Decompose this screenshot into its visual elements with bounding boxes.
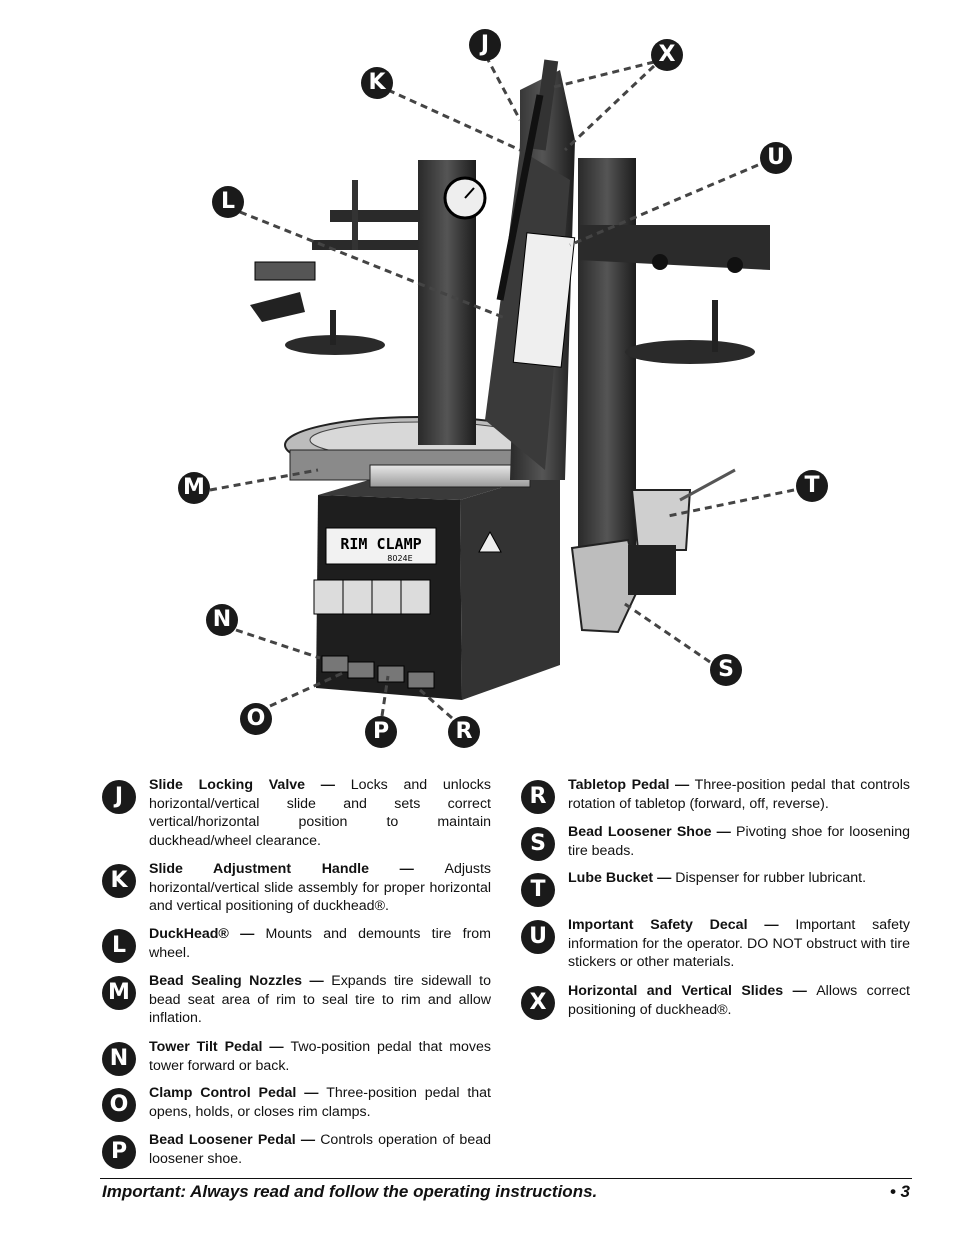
tire-changer-illustration: RIM CLAMP 8024E [209,55,795,720]
legend-item-x: X Horizontal and Vertical Slides — Allow… [521,982,910,1020]
legend-badge: R [521,780,555,814]
legend-term: Tabletop Pedal [568,777,670,793]
legend-item-k: K Slide Adjustment Handle — Adjusts hori… [102,860,491,916]
leader-s [621,600,711,664]
legend-badge: K [102,864,136,898]
legend-badge: S [521,827,555,861]
tire-changer-figure: RIM CLAMP 8024E [178,29,828,748]
legend-badge: T [521,873,555,907]
legend-badge: J [102,780,136,814]
leader-t [667,488,795,518]
legend-item-m: M Bead Sealing Nozzles — Expands tire si… [102,972,491,1028]
legend-badge: X [521,986,555,1020]
leader-x1 [549,60,655,90]
legend-badge: L [102,929,136,963]
legend-desc: Three-position pedal that opens, holds, … [149,1085,491,1120]
right-tower [578,158,636,578]
callout-m: M [178,472,210,504]
legend-badge: U [521,920,555,954]
leader-k [387,88,521,152]
leader-o [269,670,346,708]
legend-desc: Three-position pedal that controls rotat… [568,777,910,812]
legend-desc: Controls operation of bead loosener shoe… [149,1132,491,1167]
legend-term: Lube Bucket [568,870,654,886]
callout-j: J [469,29,501,61]
callout-l: L [212,186,244,218]
legend-item-r: R Tabletop Pedal — Three-position pedal … [521,776,910,814]
legend-item-s: S Bead Loosener Shoe — Pivoting shoe for… [521,823,910,861]
leader-x2 [563,64,656,152]
legend-term: Slide Adjustment Handle [149,861,369,877]
legend-badge: P [102,1135,136,1169]
legend-item-o: O Clamp Control Pedal — Three-position p… [102,1084,491,1122]
leader-u [569,163,759,247]
legend-desc: Expands tire sidewall to bead seat area … [149,973,492,1026]
callout-k: K [361,67,393,99]
legend-desc: Important safety information for the ope… [568,917,911,970]
callout-o: O [240,703,272,735]
legend-desc: Mounts and demounts tire from wheel. [149,926,491,961]
legend-desc: Two-position pedal that moves tower forw… [149,1039,491,1074]
legend-item-t: T Lube Bucket — Dispenser for rubber lub… [521,869,910,907]
footer-note: Important: Always read and follow the op… [102,1182,598,1201]
leader-j [484,55,522,121]
legend-badge: N [102,1042,136,1076]
legend-term: Slide Locking Valve [149,777,306,793]
legend-term: Bead Loosener Pedal [149,1132,296,1148]
legend-term: DuckHead® [149,926,229,942]
rim-clamp-label: RIM CLAMP [340,535,421,553]
legend-item-j: J Slide Locking Valve — Locks and unlock… [102,776,491,850]
legend-desc: Dispenser for rubber lubricant. [675,870,867,886]
legend-badge: M [102,976,136,1010]
footer-divider [100,1178,912,1179]
legend-term: Clamp Control Pedal [149,1085,297,1101]
legend-desc: Adjusts horizontal/vertical slide assemb… [149,861,492,914]
leader-p [380,675,390,717]
legend-term: Bead Loosener Shoe [568,824,712,840]
legend-desc: Pivoting shoe for loosening tire beads. [568,824,910,859]
cabinet-side [460,470,560,700]
leader-n [235,628,321,660]
callout-p: P [365,716,397,748]
legend-term: Important Safety Decal [568,917,748,933]
callout-x: X [651,39,683,71]
model-label: 8024E [387,554,412,563]
legend-term: Horizontal and Vertical Slides [568,983,784,999]
callout-r: R [448,716,480,748]
legend-term: Bead Sealing Nozzles [149,973,303,989]
legend-item-n: N Tower Tilt Pedal — Two-position pedal … [102,1038,491,1076]
callout-t: T [796,470,828,502]
callout-u: U [760,142,792,174]
legend-desc: Locks and unlocks horizontal/vertical sl… [149,777,491,849]
legend-badge: O [102,1088,136,1122]
legend-item-u: U Important Safety Decal — Important saf… [521,916,910,972]
legend-item-p: P Bead Loosener Pedal — Controls operati… [102,1131,491,1169]
leader-m [209,468,319,492]
legend-term: Tower Tilt Pedal [149,1039,263,1055]
callout-n: N [206,604,238,636]
page-number: • 3 [889,1182,910,1201]
callout-s: S [710,654,742,686]
legend-item-l: L DuckHead® — Mounts and demounts tire f… [102,925,491,963]
legend-desc: Allows correct positioning of duckhead®. [568,983,910,1018]
